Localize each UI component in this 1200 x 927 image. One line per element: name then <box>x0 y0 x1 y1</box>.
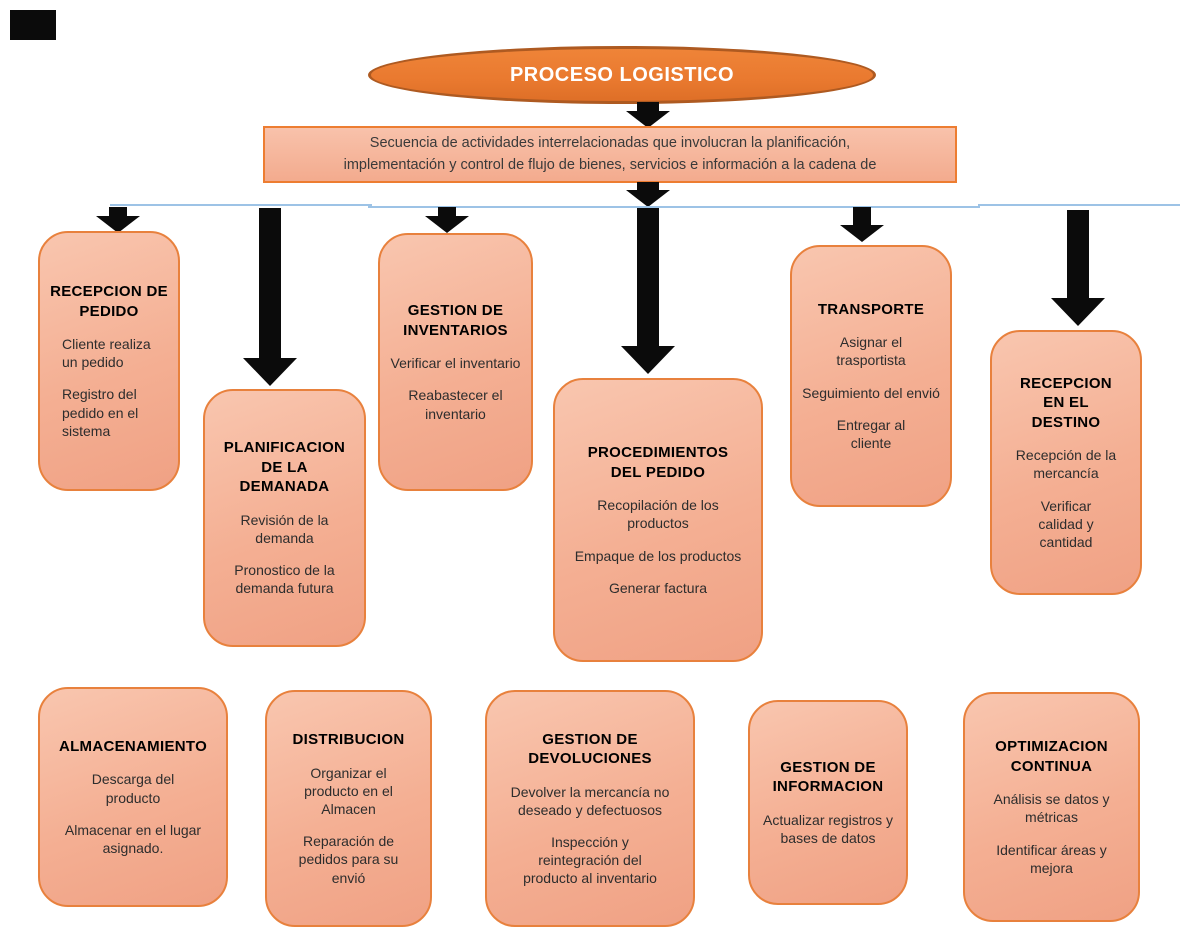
node-title: ALMACENAMIENTO <box>58 737 208 755</box>
page-title: PROCESO LOGISTICO <box>509 63 735 86</box>
node-item: Inspección y reintegración del producto … <box>523 833 657 887</box>
node-item: Reabastecer el inventario <box>408 387 503 422</box>
node-procedimientos-del-pedido: PROCEDIMIENTOS DEL PEDIDO Recopilación d… <box>553 378 763 662</box>
node-gestion-de-inventarios: GESTION DE INVENTARIOS Verificar el inve… <box>378 233 533 491</box>
divider-line <box>368 206 980 208</box>
arrow-down-icon <box>1051 298 1105 326</box>
node-item: Revisión de la demanda <box>240 511 329 547</box>
arrow-down-icon <box>840 225 884 242</box>
node-item: Identificar áreas y mejora <box>996 841 1107 876</box>
connector-arrow-shaft <box>853 207 871 227</box>
arrow-down-icon <box>626 190 670 207</box>
node-item: Descarga del producto <box>91 771 175 806</box>
node-item: Verificar calidad y cantidad <box>1038 497 1094 551</box>
node-recepcion-en-el-destino: RECEPCION EN EL DESTINO Recepción de la … <box>990 330 1142 595</box>
description-box: Secuencia de actividades interrelacionad… <box>263 126 957 183</box>
node-gestion-de-informacion: GESTION DE INFORMACION Actualizar regist… <box>748 700 908 905</box>
node-recepcion-de-pedido: RECEPCION DE PEDIDO Cliente realiza un p… <box>38 231 180 491</box>
connector-arrow-shaft <box>1067 210 1089 300</box>
node-item: Cliente realiza un pedido <box>62 336 151 371</box>
node-item: Verificar el inventario <box>390 355 521 372</box>
divider-line <box>110 204 372 206</box>
node-item: Recopilación de los productos <box>597 497 719 532</box>
node-transporte: TRANSPORTE Asignar el trasportista Segui… <box>790 245 952 507</box>
node-item: Seguimiento del envió <box>802 384 940 401</box>
arrow-down-icon <box>425 216 469 233</box>
diagram-title-ellipse: PROCESO LOGISTICO <box>368 46 876 104</box>
arrow-down-icon <box>626 111 670 128</box>
node-optimizacion-continua: OPTIMIZACION CONTINUA Análisis se datos … <box>963 692 1140 922</box>
node-title: PLANIFICACION DE LA DEMANADA <box>223 439 346 496</box>
node-item: Actualizar registros y bases de datos <box>763 811 893 846</box>
node-title: RECEPCION EN EL DESTINO <box>1020 374 1112 431</box>
node-item: Entregar al cliente <box>836 416 906 452</box>
connector-arrow-shaft <box>637 208 659 348</box>
node-item: Almacenar en el lugar asignado. <box>64 821 202 856</box>
node-distribucion: DISTRIBUCION Organizar el producto en el… <box>265 690 432 927</box>
node-almacenamiento: ALMACENAMIENTO Descarga del producto Alm… <box>38 687 228 907</box>
description-line: Secuencia de actividades interrelacionad… <box>369 135 851 152</box>
node-title: GESTION DE INFORMACION <box>772 758 884 796</box>
node-item: Empaque de los productos <box>574 547 742 564</box>
node-gestion-de-devoluciones: GESTION DE DEVOLUCIONES Devolver la merc… <box>485 690 695 927</box>
node-title: PROCEDIMIENTOS DEL PEDIDO <box>587 444 729 481</box>
node-item: Registro del pedido en el sistema <box>62 386 139 439</box>
arrow-down-icon <box>96 216 140 233</box>
node-planificacion-de-la-demanda: PLANIFICACION DE LA DEMANADA Revisión de… <box>203 389 366 647</box>
node-item: Reparación de pedidos para su envió <box>298 833 399 886</box>
node-title: RECEPCION DE PEDIDO <box>50 283 168 320</box>
node-item: Pronostico de la demanda futura <box>234 562 335 597</box>
description-line: implementación y control de flujo de bie… <box>343 156 877 173</box>
node-title: GESTION DE DEVOLUCIONES <box>528 730 652 768</box>
node-item: Asignar el trasportista <box>836 334 906 369</box>
connector-arrow-shaft <box>637 182 659 192</box>
node-item: Generar factura <box>608 579 708 596</box>
arrow-down-icon <box>621 346 675 374</box>
node-title: GESTION DE INVENTARIOS <box>403 302 508 339</box>
divider-line <box>978 204 1180 206</box>
node-title: TRANSPORTE <box>817 300 925 318</box>
stray-black-rectangle <box>10 10 56 40</box>
arrow-down-icon <box>243 358 297 386</box>
node-item: Devolver la mercancía no deseado y defec… <box>510 783 670 818</box>
node-item: Análisis se datos y métricas <box>993 791 1110 826</box>
node-title: OPTIMIZACION CONTINUA <box>995 738 1108 775</box>
node-item: Recepción de la mercancía <box>1015 447 1117 482</box>
node-item: Organizar el producto en el Almacen <box>304 764 393 818</box>
connector-arrow-shaft <box>637 102 659 113</box>
node-title: DISTRIBUCION <box>292 731 405 749</box>
connector-arrow-shaft <box>259 208 281 360</box>
